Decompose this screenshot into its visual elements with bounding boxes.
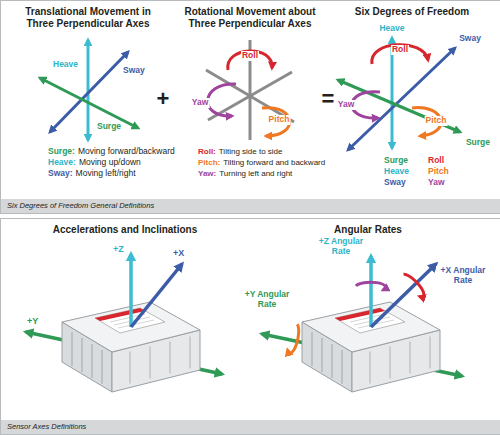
legend-row: Heave:Moving up/down — [48, 158, 141, 168]
axis-label: Heave — [52, 60, 79, 70]
table-cell: Roll — [428, 156, 444, 166]
caption: Six Degrees of Freedom General Definitio… — [1, 199, 500, 213]
rotation-label: Yaw — [191, 98, 210, 108]
roll-arrow — [228, 51, 272, 70]
legend-text: Turning left and right — [219, 169, 292, 178]
axis-label: Sway — [122, 66, 146, 76]
x-axis — [371, 264, 436, 327]
panel: Sensor Axes Definitions — [0, 218, 500, 435]
table-cell: Surge — [384, 156, 408, 166]
caption-bar: Six Degrees of Freedom General Definitio… — [1, 199, 500, 213]
caption-bar: Sensor Axes Definitions — [1, 420, 500, 434]
rate-label: +Z Angular Rate — [315, 237, 367, 257]
legend-text: Moving forward/backward — [78, 147, 175, 157]
operator: + — [157, 86, 170, 111]
six-dof-axes — [338, 38, 460, 150]
legend-text: Moving up/down — [79, 158, 141, 168]
heading: Angular Rates — [334, 224, 402, 236]
heading: Rotational Movement about Three Perpendi… — [170, 6, 330, 29]
legend-row: Roll:Tilting side to side — [198, 147, 283, 156]
surge-axis — [338, 80, 460, 132]
heading: Accelerations and Inclinations — [53, 224, 197, 236]
table-cell: Pitch — [428, 167, 449, 177]
heading: Six Degrees of Freedom — [332, 6, 492, 18]
legend-term: Yaw: — [198, 169, 216, 178]
legend-term: Pitch: — [198, 158, 220, 167]
legend-row: Yaw:Turning left and right — [198, 169, 292, 178]
yaw-arrow — [208, 84, 236, 116]
legend-text: Moving left/right — [76, 169, 136, 179]
axis-label: Heave — [378, 24, 405, 34]
axis-label: +X — [172, 248, 185, 258]
legend-text: Tilting forward and backward — [223, 158, 325, 167]
legend-term: Heave: — [48, 158, 76, 168]
legend-row: Surge:Moving forward/backward — [48, 147, 175, 157]
legend-term: Sway: — [48, 169, 73, 179]
surge-axis — [40, 78, 138, 128]
operator: = — [322, 86, 335, 111]
legend-text: Tilting side to side — [219, 147, 283, 156]
rotation-label: Pitch — [268, 115, 291, 125]
z-rate-ring — [356, 282, 386, 290]
y-rate-ring — [287, 323, 301, 354]
x-rate-ring — [401, 272, 427, 299]
rotation-axes — [206, 40, 294, 140]
rotation-label: Pitch — [425, 116, 448, 126]
legend-row: Sway:Moving left/right — [48, 169, 136, 179]
axis-label: +Z — [112, 244, 125, 254]
rotation-label: Roll — [241, 51, 259, 61]
axis-label: Sway — [458, 34, 482, 44]
sway-axis — [348, 48, 455, 150]
legend-term: Roll: — [198, 147, 216, 156]
translation-axes — [40, 40, 138, 140]
z-axis — [369, 256, 373, 327]
sway-axis — [50, 52, 128, 132]
z-axis — [129, 254, 133, 327]
axis-label: Surge — [96, 122, 122, 132]
sensor-rate-axes — [287, 256, 436, 354]
sensor-acceleration-axes — [131, 254, 182, 327]
axis-label: +Y — [26, 316, 39, 326]
pitch-arrow — [262, 108, 290, 136]
yaw-arrow — [352, 92, 380, 118]
table-cell: Sway — [384, 178, 406, 188]
rate-label: +X Angular Rate — [436, 266, 490, 286]
legend-term: Surge: — [48, 147, 75, 157]
axis-label: Surge — [465, 138, 491, 148]
rotation-label: Yaw — [337, 100, 356, 110]
heading: Translational Movement in Three Perpendi… — [13, 6, 163, 29]
table-cell: Heave — [384, 167, 409, 177]
roll-arrow — [372, 45, 428, 64]
panel: Six Degrees of Freedom General Definitio… — [0, 0, 500, 214]
rate-label: +Y Angular Rate — [241, 290, 293, 310]
table-cell: Yaw — [428, 178, 445, 188]
legend-row: Pitch:Tilting forward and backward — [198, 158, 325, 167]
caption: Sensor Axes Definitions — [1, 420, 500, 434]
rotation-label: Roll — [391, 45, 409, 55]
x-axis — [131, 264, 182, 327]
